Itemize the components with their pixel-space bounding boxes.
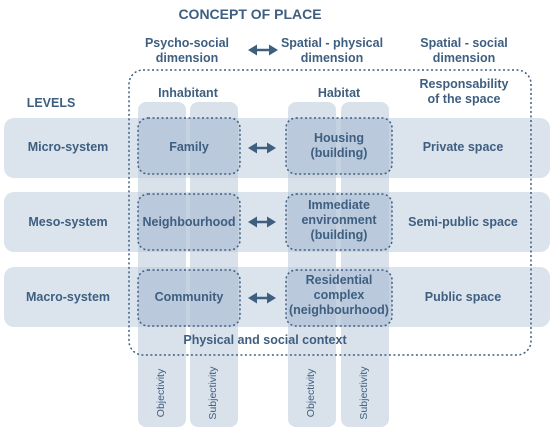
levels-label: LEVELS: [26, 96, 76, 110]
inhabitant-label: Inhabitant: [158, 86, 218, 100]
header-psycho-social: Psycho-social dimension: [144, 36, 230, 65]
cell-box-community: [137, 269, 241, 327]
column-band-inhabitant-subjectivity: [190, 102, 238, 427]
label-inhabitant-subjectivity: Subjectivity: [207, 366, 219, 420]
macro-double-arrow-icon: [248, 292, 276, 304]
context-label: Physical and social context: [183, 333, 347, 347]
level-meso: Meso-system: [28, 215, 108, 229]
cell-box-family: [137, 117, 241, 175]
habitat-immediate-environment: Immediate environment (building): [301, 198, 377, 242]
cell-box-neighbourhood: [137, 193, 241, 251]
space-private: Private space: [422, 140, 504, 154]
inhabitant-neighbourhood: Neighbourhood: [142, 215, 236, 229]
label-inhabitant-objectivity: Objectivity: [155, 368, 167, 418]
inhabitant-family: Family: [169, 140, 209, 154]
cell-box-residential-complex: [285, 269, 393, 327]
micro-double-arrow-icon: [248, 142, 276, 154]
level-macro: Macro-system: [25, 290, 111, 304]
column-band-habitat-subjectivity: [341, 102, 389, 427]
column-band-inhabitant-objectivity: [138, 102, 186, 427]
space-public: Public space: [424, 290, 502, 304]
meso-double-arrow-icon: [248, 216, 276, 228]
space-semi-public: Semi-public space: [408, 215, 518, 229]
habitat-label: Habitat: [317, 86, 361, 100]
diagram-title: CONCEPT OF PLACE: [178, 6, 322, 22]
habitat-residential-complex: Residential complex (neighbourhood): [289, 273, 389, 317]
inhabitant-community: Community: [154, 290, 224, 304]
level-micro: Micro-system: [27, 140, 109, 154]
label-habitat-objectivity: Objectivity: [305, 368, 317, 418]
header-double-arrow-icon: [248, 44, 278, 56]
cell-box-housing: [285, 117, 393, 175]
header-spatial-physical: Spatial - physical dimension: [280, 36, 384, 65]
responsibility-label: Responsability of the space: [419, 77, 509, 106]
header-spatial-social: Spatial - social dimension: [420, 36, 508, 65]
column-band-habitat-objectivity: [288, 102, 336, 427]
cell-box-immediate-environment: [285, 193, 393, 251]
habitat-housing: Housing (building): [310, 131, 368, 160]
label-habitat-subjectivity: Subjectivity: [358, 366, 370, 420]
